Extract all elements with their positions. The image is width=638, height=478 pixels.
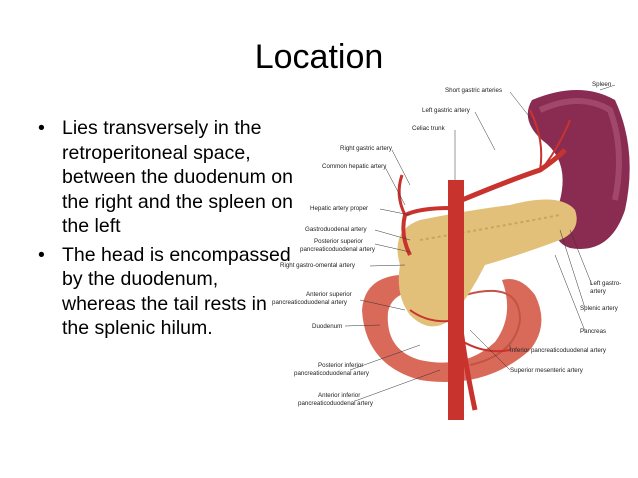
pancreas-shape (397, 199, 577, 327)
label-ant-inf-1: Anterior inferior (318, 392, 360, 399)
label-right-gastro-omental: Right gastro-omental artery (280, 262, 356, 269)
label-left-gastro-1: Left gastro- (590, 280, 621, 287)
label-spleen: Spleen (592, 81, 612, 88)
label-splenic-artery: Splenic artery (580, 305, 619, 312)
label-pancreas: Pancreas (580, 328, 606, 335)
label-gastroduodenal: Gastroduodenal artery (305, 226, 367, 233)
label-ant-sup-1: Anterior superior (306, 291, 352, 298)
label-post-sup-1: Posterior superior (314, 238, 363, 245)
label-superior-mesenteric: Superior mesenteric artery (510, 367, 584, 374)
label-post-inf-1: Posterior inferior (318, 362, 363, 369)
label-right-gastric: Right gastric artery (340, 145, 393, 152)
label-post-inf-2: pancreaticoduodenal artery (294, 370, 370, 377)
pancreas-anatomy-figure: Spleen Short gastric arteries Left gastr… (270, 80, 638, 420)
label-post-sup-2: pancreaticoduodenal artery (300, 246, 376, 253)
spleen-shape (527, 90, 630, 249)
label-ant-sup-2: pancreaticoduodenal artery (272, 299, 348, 306)
label-hepatic-proper: Hepatic artery proper (310, 205, 368, 212)
label-celiac: Celiac trunk (412, 125, 446, 132)
label-inf-pancreaticoduodenal: Inferior pancreaticoduodenal artery (510, 347, 607, 354)
label-ant-inf-2: pancreaticoduodenal artery (298, 400, 374, 407)
bullet-item: The head is encompassed by the duodenum,… (36, 243, 296, 341)
label-duodenum: Duodenum (312, 323, 342, 330)
bullet-list: Lies transversely in the retroperitoneal… (36, 116, 296, 345)
label-common-hepatic: Common hepatic artery (322, 163, 387, 170)
page-title: Location (254, 38, 384, 76)
bullet-item: Lies transversely in the retroperitoneal… (36, 116, 296, 239)
label-short-gastric: Short gastric arteries (445, 87, 502, 94)
label-left-gastric: Left gastric artery (422, 107, 471, 114)
label-left-gastro-2: artery (590, 288, 607, 295)
